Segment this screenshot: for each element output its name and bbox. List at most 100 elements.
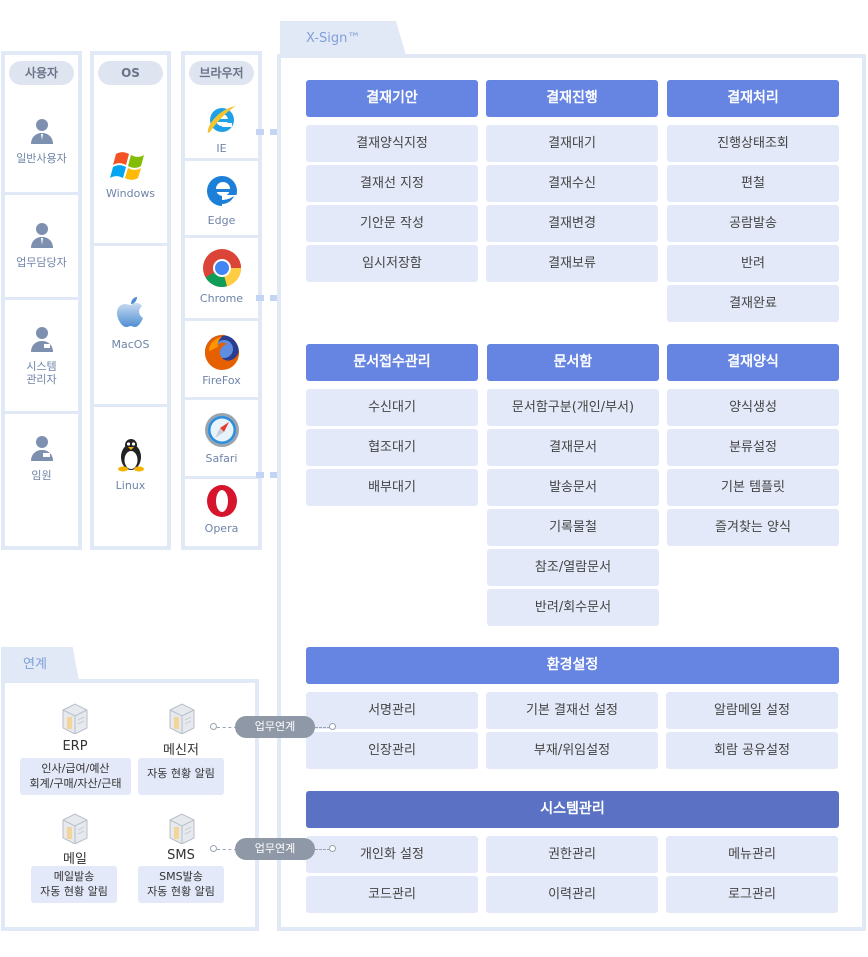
divider [185,476,258,479]
os-item-macos: MacOS [94,295,167,351]
system-item: 코드관리 [306,876,478,913]
messenger-description: 자동 현황 알림 [138,758,224,795]
progress-item: 결재수신 [486,165,658,202]
system-item: 권한관리 [486,836,658,873]
server-icon [62,813,88,844]
apple-icon [116,297,143,327]
system-item: 로그관리 [666,876,838,913]
connector-line [217,849,237,850]
settings-item: 기본 결재선 설정 [486,692,658,729]
forms-item: 분류설정 [667,429,839,466]
forms-item: 양식생성 [667,389,839,426]
connector-line [217,727,237,728]
user-item-admin: 시스템 관리자 [5,325,78,386]
user-column: 사용자 일반사용자 업무담당자 시스템 관리자 임원 [1,51,82,550]
connector-line [315,849,330,850]
draft-item: 임시저장함 [306,245,478,282]
browser-column-header: 브라우저 [189,61,254,85]
browser-item-opera: Opera [185,483,258,535]
link-label-1: 업무연계 [235,716,315,738]
user-item-executive: 임원 [5,434,78,482]
progress-item: 결재대기 [486,125,658,162]
divider [94,404,167,407]
process-header: 결재처리 [667,80,839,117]
forms-header: 결재양식 [667,344,839,381]
linux-icon [117,439,144,472]
admin-icon [30,327,53,352]
process-item: 반려 [667,245,839,282]
browser-column: 브라우저 IE Edge Chrome [181,51,262,550]
xsign-tab: X-Sign™ [280,21,406,55]
os-column-header: OS [98,61,163,85]
draft-item: 결재양식지정 [306,125,478,162]
integration-tab: 연계 [1,647,79,681]
os-column: OS Windows MacOS Linux [90,51,171,550]
user-icon [30,119,53,144]
link-label-2: 업무연계 [235,838,315,860]
settings-item: 알람메일 설정 [666,692,838,729]
staff-icon [30,223,53,248]
chrome-icon [202,249,241,287]
receive-item: 수신대기 [306,389,478,426]
draft-item: 기안문 작성 [306,205,478,242]
receive-header: 문서접수관리 [306,344,478,381]
divider [185,397,258,400]
settings-item: 인장관리 [306,732,478,769]
connector-dot [329,845,336,852]
settings-item: 서명관리 [306,692,478,729]
docbox-header: 문서함 [487,344,659,381]
progress-item: 결재보류 [486,245,658,282]
messenger-title: 메신저 [163,743,199,758]
server-icon [62,703,88,734]
user-column-header: 사용자 [9,61,74,85]
settings-header: 환경설정 [306,647,839,684]
docbox-item: 기록물철 [487,509,659,546]
connector-line [315,727,330,728]
firefox-icon [204,334,239,370]
executive-icon [30,436,53,461]
ie-icon [207,106,236,133]
mail-description: 메일발송 자동 현황 알림 [31,866,117,903]
progress-item: 결재변경 [486,205,658,242]
os-item-linux: Linux [94,438,167,492]
progress-header: 결재진행 [486,80,658,117]
divider [185,318,258,321]
docbox-item: 결재문서 [487,429,659,466]
browser-item-ie: IE [185,101,258,155]
connector-dot [329,723,336,730]
system-item: 메뉴관리 [666,836,838,873]
divider [5,411,78,414]
browser-item-firefox: FireFox [185,331,258,387]
windows-icon [109,152,144,180]
connector-dot [210,723,217,730]
user-item-general: 일반사용자 [5,117,78,165]
receive-item: 협조대기 [306,429,478,466]
docbox-item: 반려/회수문서 [487,589,659,626]
settings-item: 회람 공유설정 [666,732,838,769]
forms-item: 기본 템플릿 [667,469,839,506]
forms-item: 즐겨찾는 양식 [667,509,839,546]
os-item-windows: Windows [94,146,167,200]
browser-item-safari: Safari [185,411,258,465]
system-header: 시스템관리 [306,791,839,828]
server-icon [169,813,195,844]
docbox-item: 문서함구분(개인/부서) [487,389,659,426]
settings-item: 부재/위임설정 [486,732,658,769]
process-item: 공람발송 [667,205,839,242]
process-item: 편철 [667,165,839,202]
process-item: 진행상태조회 [667,125,839,162]
server-icon [169,703,195,734]
system-item: 개인화 설정 [306,836,478,873]
erp-description: 인사/급여/예산 회계/구매/자산/근태 [20,758,131,795]
sms-description: SMS발송 자동 현황 알림 [138,866,224,903]
opera-icon [206,485,237,517]
browser-item-edge: Edge [185,173,258,227]
edge-icon [206,176,237,207]
divider [94,243,167,246]
draft-header: 결재기안 [306,80,478,117]
divider [5,297,78,300]
system-item: 이력관리 [486,876,658,913]
draft-item: 결재선 지정 [306,165,478,202]
divider [5,192,78,195]
mail-title: 메일 [63,852,87,867]
